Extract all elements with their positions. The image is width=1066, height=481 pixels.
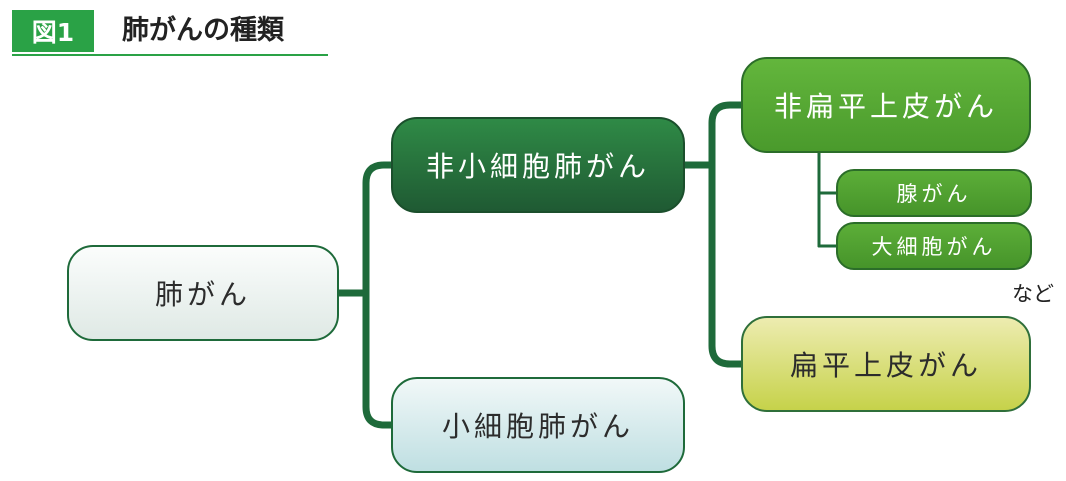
- figure-title: 肺がんの種類: [122, 15, 284, 46]
- node-lung-cancer: 肺がん: [67, 245, 339, 341]
- node-small-cell-lung-cancer: 小細胞肺がん: [391, 377, 685, 473]
- node-non-squamous-carcinoma: 非扁平上皮がん: [741, 57, 1031, 153]
- title-underline: [12, 54, 328, 56]
- etc-note: など: [1012, 282, 1054, 306]
- node-squamous-cell-carcinoma: 扁平上皮がん: [741, 316, 1031, 412]
- figure-number-badge: 図1: [12, 10, 94, 52]
- node-non-small-cell-lung-cancer: 非小細胞肺がん: [391, 117, 685, 213]
- connector-root-branches: [362, 161, 395, 429]
- node-large-cell-carcinoma: 大細胞がん: [836, 222, 1032, 270]
- node-adenocarcinoma: 腺がん: [836, 169, 1032, 217]
- connector-nsclc-branches: [708, 101, 745, 368]
- figure-header: 図1 肺がんの種類: [12, 10, 328, 58]
